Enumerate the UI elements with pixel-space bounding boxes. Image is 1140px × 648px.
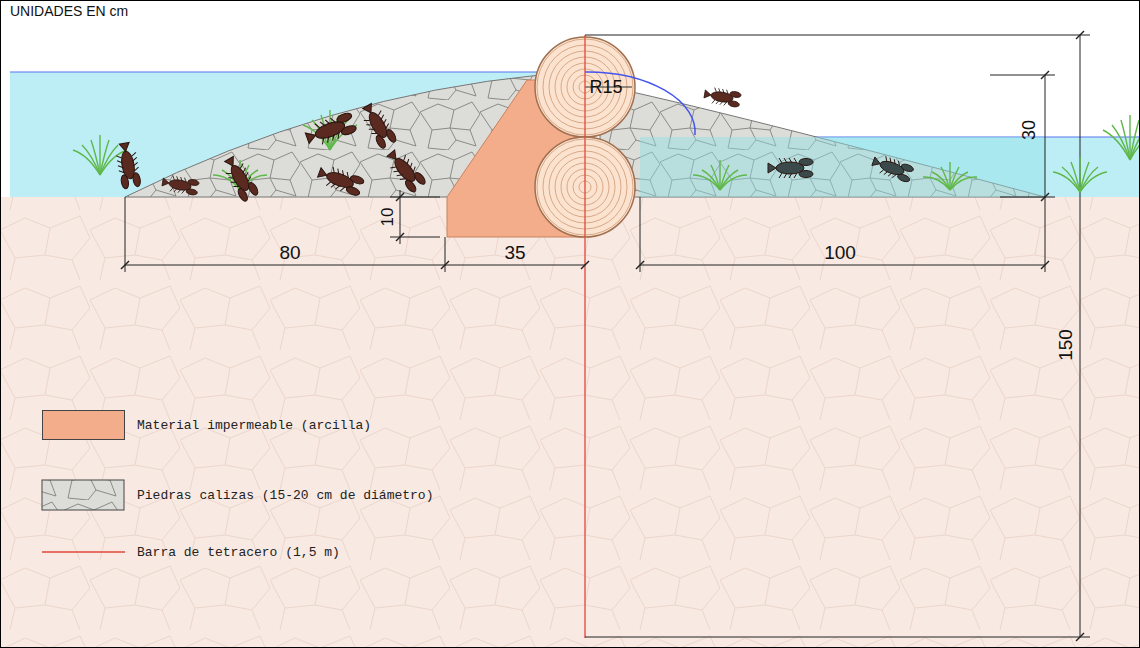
ground	[0, 197, 1140, 648]
legend-text: Material impermeable (arcilla)	[137, 418, 371, 433]
stone-swatch	[42, 480, 124, 510]
overflow-arc	[585, 72, 695, 135]
radius-label: R15	[589, 78, 622, 98]
crayfish-and-plants	[73, 86, 1140, 203]
dimension-ticks	[121, 31, 1084, 641]
dimension-label: 35	[504, 243, 525, 264]
downstream-water	[600, 137, 1140, 197]
legend-text: Piedras calizas (15-20 cm de diámetro)	[137, 488, 433, 503]
legend-text: Barra de tetracero (1,5 m)	[137, 545, 340, 560]
steel-bar	[584, 35, 585, 638]
stone-bank-downstream	[600, 85, 1045, 197]
dimension-label: 10	[379, 208, 398, 227]
dimension-label: 150	[1056, 329, 1077, 361]
legend-swatch	[42, 410, 125, 440]
units-note: UNIDADES EN cm	[10, 4, 128, 19]
bar-swatch	[42, 551, 125, 553]
dimension-lines	[125, 35, 1090, 637]
dimension-label: 80	[279, 243, 300, 264]
dimension-label: 30	[1020, 120, 1040, 140]
dimension-label: 100	[824, 243, 856, 264]
